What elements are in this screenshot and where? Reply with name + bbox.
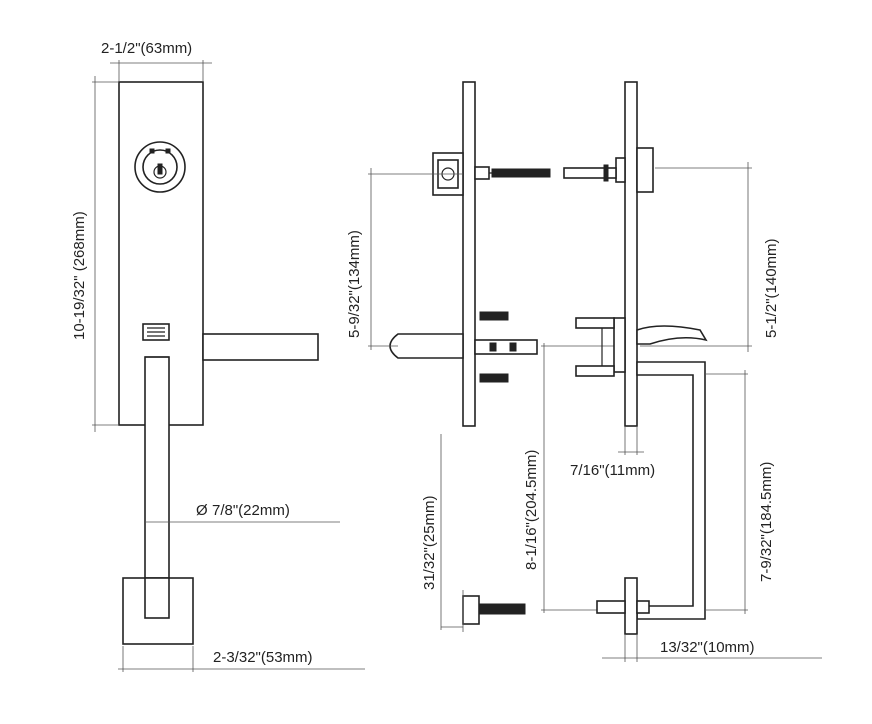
side-plate-left: [462, 81, 476, 427]
grip-height-left-dimension: 8-1/16"(204.5mm): [523, 343, 620, 613]
key-cylinder: [134, 141, 186, 193]
diameter-symbol: Ø: [196, 502, 208, 519]
pin-length-label: 31/32"(25mm): [421, 495, 438, 590]
handle-diameter-dimension: Ø 7/8"(22mm): [145, 502, 340, 523]
base-width-dimension: 2-3/32"(53mm): [118, 646, 365, 672]
side-plate-right: [624, 81, 638, 427]
handle-diameter-label: 7/8"(22mm): [212, 502, 290, 519]
plate-height-dimension: 10-19/32" (268mm): [71, 76, 119, 432]
screw-spacing-left-label: 5-9/32"(134mm): [346, 230, 363, 338]
grip-height-right-label: 7-9/32"(184.5mm): [758, 462, 775, 582]
grip-height-left-label: 8-1/16"(204.5mm): [523, 450, 540, 570]
screw-spacing-right-dimension: 5-1/2"(140mm): [640, 162, 780, 352]
thumb-button: [142, 323, 170, 341]
thickness-dimension: 7/16"(11mm): [570, 426, 655, 479]
screw-spacing-right-label: 5-1/2"(140mm): [763, 238, 780, 338]
plate-width-label: 2-1/2"(63mm): [101, 40, 192, 57]
base-width-label: 2-3/32"(53mm): [213, 649, 313, 666]
grip-height-right-dimension: 7-9/32"(184.5mm): [705, 370, 775, 614]
grip-offset-dimension: 13/32"(10mm): [602, 634, 822, 662]
screw-spacing-left-dimension: 5-9/32"(134mm): [346, 168, 463, 350]
grip-offset-label: 13/32"(10mm): [660, 639, 755, 656]
thickness-label: 7/16"(11mm): [570, 462, 655, 479]
lever-handle: [202, 333, 319, 361]
plate-height-label: 10-19/32" (268mm): [71, 211, 88, 340]
front-view: 2-1/2"(63mm) 10-19/32" (268mm) Ø 7/8"(22…: [71, 40, 365, 672]
plate-width-dimension: 2-1/2"(63mm): [101, 40, 212, 82]
side-view-right: 5-1/2"(140mm) 7/16"(11mm) 7-9/32"(184.5m…: [563, 81, 822, 662]
pin-length-dimension: 31/32"(25mm): [421, 434, 464, 632]
side-view-left: 5-9/32"(134mm) 31/32"(25mm) 8-1/16"(204.…: [346, 81, 620, 632]
